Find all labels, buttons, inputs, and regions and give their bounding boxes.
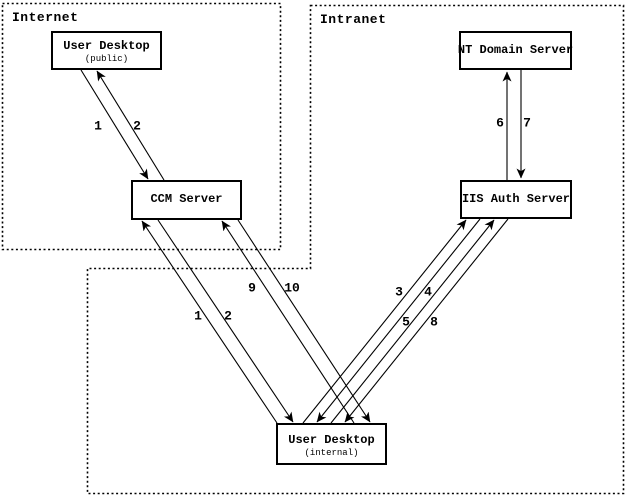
flow-label-10: 10 bbox=[284, 280, 300, 296]
flow-5-internal-desktop-to-iis-line bbox=[330, 219, 495, 424]
flow-label-9: 9 bbox=[248, 280, 256, 296]
internet-region-border bbox=[1, 2, 282, 251]
flow-label-2-internal: 2 bbox=[224, 308, 232, 324]
node-title: IIS Auth Server bbox=[461, 191, 571, 206]
flow-10-ccm-to-internal-desktop-line bbox=[237, 219, 371, 423]
internet-region-label: Internet bbox=[12, 10, 79, 25]
node-nt-domain-server: NT Domain Server bbox=[457, 31, 574, 70]
flow-8-iis-to-internal-desktop-line bbox=[344, 218, 509, 423]
flow-4-iis-to-internal-desktop-line bbox=[316, 218, 481, 423]
node-title: User Desktop bbox=[63, 39, 150, 54]
flow-label-1-internal: 1 bbox=[194, 308, 202, 324]
node-ccm-server: CCM Server bbox=[131, 180, 242, 220]
node-iis-auth-server: IIS Auth Server bbox=[460, 180, 572, 219]
flow-9-internal-desktop-to-ccm-line bbox=[221, 220, 355, 424]
node-title: NT Domain Server bbox=[457, 42, 574, 57]
flow-3-internal-desktop-to-iis-line bbox=[302, 219, 467, 424]
flow-1-public-desktop-to-ccm-line bbox=[80, 69, 149, 180]
flow-label-1-public: 1 bbox=[94, 118, 102, 134]
flow-label-6: 6 bbox=[496, 115, 504, 131]
flow-2-ccm-to-public-desktop-line bbox=[96, 70, 165, 181]
flow-label-2-public: 2 bbox=[133, 118, 141, 134]
flow-label-4: 4 bbox=[424, 284, 432, 300]
node-title: CCM Server bbox=[150, 192, 223, 207]
flow-label-3: 3 bbox=[395, 284, 403, 300]
intranet-region-label: Intranet bbox=[320, 12, 387, 27]
flow-1-internal-desktop-to-ccm-line bbox=[141, 220, 278, 424]
node-title: User Desktop bbox=[288, 432, 375, 447]
flow-label-7: 7 bbox=[523, 115, 531, 131]
node-user-desktop-internal: User Desktop (internal) bbox=[276, 423, 387, 465]
flow-2-ccm-to-internal-desktop-line bbox=[157, 219, 294, 423]
node-subtitle: (public) bbox=[84, 54, 129, 65]
node-subtitle: (internal) bbox=[304, 447, 359, 458]
node-user-desktop-public: User Desktop (public) bbox=[51, 31, 162, 70]
flow-label-8: 8 bbox=[430, 314, 438, 330]
intranet-region-border bbox=[86, 4, 625, 495]
flow-label-5: 5 bbox=[402, 314, 410, 330]
